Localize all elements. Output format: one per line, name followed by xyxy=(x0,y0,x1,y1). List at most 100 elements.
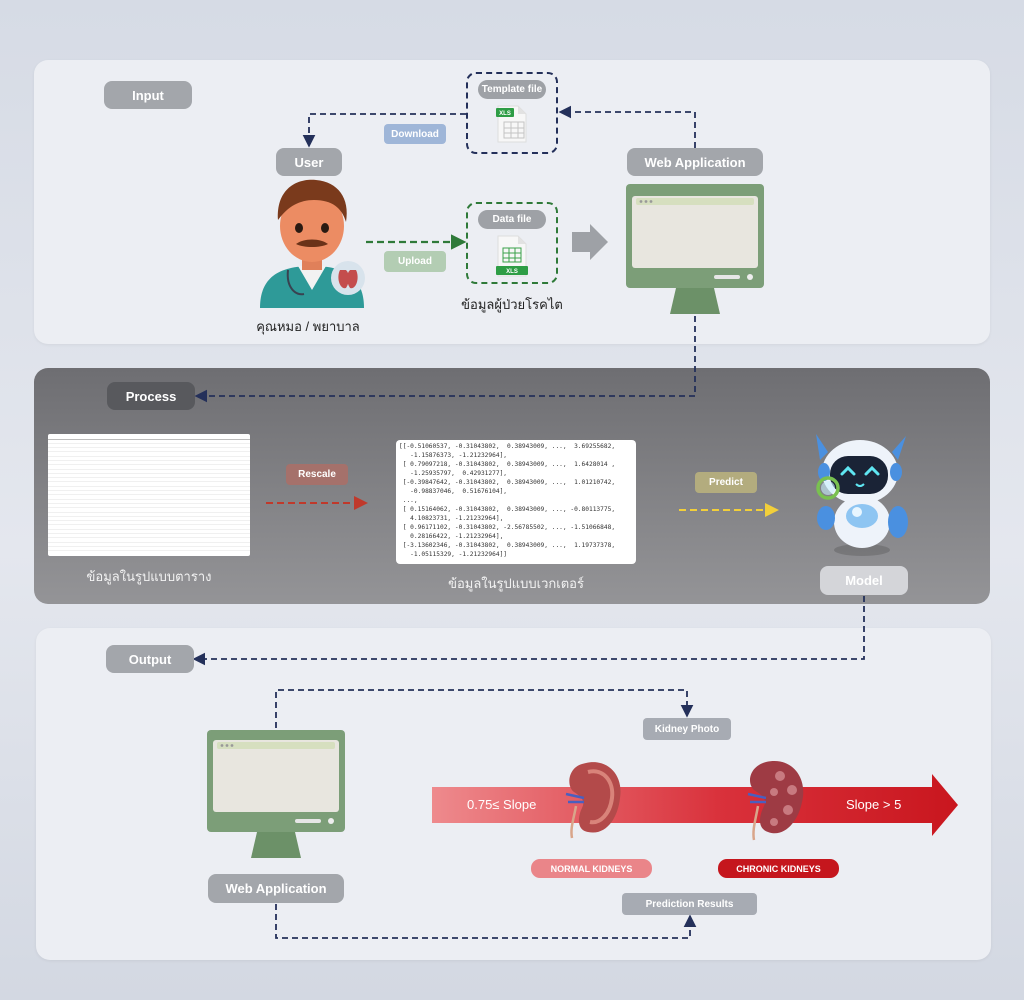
table-cell xyxy=(149,524,162,530)
table-cell xyxy=(199,533,213,539)
table-cell xyxy=(161,473,175,479)
table-cell xyxy=(48,503,61,509)
table-cell xyxy=(48,464,61,470)
table-cell xyxy=(136,490,149,496)
table-cell xyxy=(149,499,162,504)
table-cell xyxy=(212,542,225,547)
table-row xyxy=(48,499,250,504)
table-cell xyxy=(224,443,238,449)
table-cell xyxy=(48,439,61,444)
table-cell xyxy=(237,520,250,526)
table-cell xyxy=(136,460,149,466)
table-cell xyxy=(48,477,61,483)
table-cell xyxy=(60,469,74,474)
spreadsheet-icon: XLS xyxy=(496,105,527,143)
table-cell xyxy=(98,494,112,500)
table-cell xyxy=(136,533,149,539)
table-cell xyxy=(212,451,225,457)
table-cell xyxy=(199,473,213,479)
table-cell xyxy=(111,520,124,526)
table-cell xyxy=(186,481,200,487)
table-cell xyxy=(199,486,213,492)
table-cell xyxy=(123,443,137,449)
table-row xyxy=(48,516,250,522)
table-cell xyxy=(212,443,225,449)
table-cell xyxy=(161,529,175,535)
table-cell xyxy=(60,490,74,496)
table-cell xyxy=(237,542,250,547)
table-cell xyxy=(136,546,149,552)
table-cell xyxy=(149,546,162,552)
table-cell xyxy=(212,460,225,466)
table-cell xyxy=(161,486,175,492)
table-cell xyxy=(123,456,137,462)
data-file-box[interactable] xyxy=(466,202,558,284)
table-cell xyxy=(60,456,74,462)
table-header-cell xyxy=(123,434,137,440)
table-header-cell xyxy=(212,434,225,440)
table-cell xyxy=(224,447,238,453)
table-cell xyxy=(111,464,124,470)
table-cell xyxy=(111,443,124,449)
table-cell xyxy=(212,512,225,517)
table-cell xyxy=(48,490,61,496)
table-cell xyxy=(174,542,187,547)
table-cell xyxy=(161,537,175,543)
table-cell xyxy=(48,542,61,547)
table-cell xyxy=(149,542,162,547)
table-cell xyxy=(186,469,200,474)
table-cell xyxy=(98,447,112,453)
table-cell xyxy=(111,512,124,517)
web-application-label: Web Application xyxy=(627,148,763,176)
table-row xyxy=(48,542,250,547)
table-cell xyxy=(212,533,225,539)
table-header-cell xyxy=(48,434,61,440)
vector-line: [ 0.79097218, -0.31043802, 0.38943009, .… xyxy=(399,461,616,468)
table-cell xyxy=(85,512,99,517)
table-header-cell xyxy=(186,434,200,440)
vector-line: [[-0.51060537, -0.31043802, 0.38943009, … xyxy=(399,443,616,450)
table-cell xyxy=(186,524,200,530)
table-cell xyxy=(73,456,86,462)
webapp-to-template-line xyxy=(558,105,696,148)
table-cell xyxy=(224,520,238,526)
table-header-cell xyxy=(111,434,124,440)
table-cell xyxy=(60,477,74,483)
output-section-label: Output xyxy=(106,645,194,673)
table-cell xyxy=(237,464,250,470)
input-section-label: Input xyxy=(104,81,192,109)
table-cell xyxy=(48,456,61,462)
table-cell xyxy=(73,451,86,457)
table-cell xyxy=(73,490,86,496)
table-cell xyxy=(85,447,99,453)
table-cell xyxy=(136,477,149,483)
table-cell xyxy=(73,503,86,509)
table-cell xyxy=(136,512,149,517)
table-cell xyxy=(161,469,175,474)
table-cell xyxy=(186,451,200,457)
table-cell xyxy=(224,507,238,513)
table-cell xyxy=(48,524,61,530)
table-cell xyxy=(161,490,175,496)
table-cell xyxy=(123,447,137,453)
table-cell xyxy=(60,486,74,492)
table-cell xyxy=(212,537,225,543)
table-cell xyxy=(123,537,137,543)
table-row xyxy=(48,469,250,474)
data-table-image xyxy=(48,434,250,556)
table-cell xyxy=(73,524,86,530)
table-cell xyxy=(224,516,238,522)
table-cell xyxy=(161,507,175,513)
table-cell xyxy=(212,486,225,492)
template-file-box[interactable] xyxy=(466,72,558,154)
table-cell xyxy=(111,529,124,535)
table-cell xyxy=(98,529,112,535)
table-cell xyxy=(98,451,112,457)
table-cell xyxy=(212,473,225,479)
table-cell xyxy=(123,499,137,504)
webapp-to-kidney-photo-line xyxy=(275,689,694,728)
table-cell xyxy=(98,486,112,492)
table-cell xyxy=(48,451,61,457)
user-label: User xyxy=(276,148,342,176)
table-cell xyxy=(98,524,112,530)
